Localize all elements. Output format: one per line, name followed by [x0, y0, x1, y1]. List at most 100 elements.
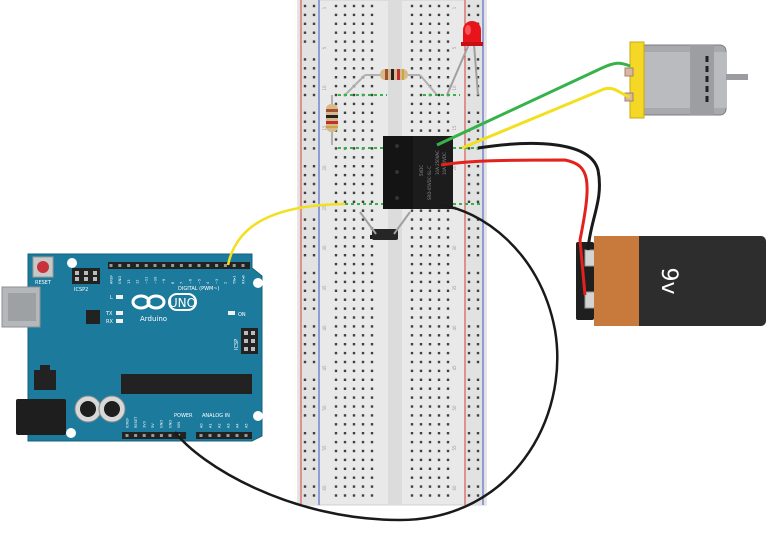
header-pin[interactable]	[127, 264, 131, 267]
icsp-label: ICSP	[234, 339, 240, 350]
breadboard-hole	[446, 343, 450, 346]
breadboard-hole	[312, 40, 316, 43]
breadboard-hole	[419, 111, 423, 114]
header-pin[interactable]	[244, 434, 248, 437]
breadboard-hole	[370, 67, 374, 70]
header-pin[interactable]	[118, 264, 122, 267]
breadboard-hole	[410, 316, 414, 319]
header-pin[interactable]	[226, 434, 230, 437]
breadboard-hole	[352, 49, 356, 52]
breadboard-hole	[410, 334, 414, 337]
breadboard-hole	[437, 449, 441, 453]
header-pin[interactable]	[135, 264, 139, 267]
breadboard-hole	[446, 298, 450, 301]
header-pin[interactable]	[142, 434, 146, 437]
breadboard-hole	[334, 360, 338, 364]
breadboard-hole	[410, 31, 414, 34]
breadboard-hole	[446, 414, 450, 417]
breadboard-hole	[312, 271, 316, 275]
header-pin[interactable]	[232, 264, 236, 267]
breadboard-hole	[419, 67, 423, 70]
breadboard-hole	[446, 307, 450, 310]
breadboard-hole	[476, 227, 480, 230]
breadboard-hole	[361, 316, 365, 319]
breadboard-hole	[428, 4, 432, 8]
breadboard-hole	[303, 120, 307, 123]
header-pin[interactable]	[125, 434, 129, 437]
breadboard-hole	[410, 22, 414, 25]
breadboard-hole	[428, 40, 432, 43]
header-pin[interactable]	[151, 434, 155, 437]
header-pin[interactable]	[217, 434, 221, 437]
header-pin[interactable]	[208, 434, 212, 437]
breadboard-hole	[312, 227, 316, 230]
breadboard-hole	[303, 182, 307, 186]
breadboard-hole	[303, 236, 307, 239]
header-pin[interactable]	[197, 264, 201, 267]
breadboard-hole	[361, 280, 365, 284]
breadboard-hole	[334, 423, 338, 426]
header-pin[interactable]	[171, 264, 175, 267]
row-number: 55	[322, 445, 327, 451]
header-pin[interactable]	[223, 264, 227, 267]
breadboard-hole	[343, 289, 347, 292]
header-pin[interactable]	[134, 434, 138, 437]
breadboard-hole	[476, 387, 480, 390]
breadboard-hole	[352, 423, 356, 426]
breadboard-hole	[437, 102, 441, 106]
voltage-regulator	[34, 370, 56, 390]
breadboard-hole	[370, 138, 374, 141]
breadboard-hole	[343, 271, 347, 275]
breadboard-hole	[352, 343, 356, 346]
breadboard-hole	[312, 458, 316, 462]
breadboard-hole	[446, 494, 450, 497]
breadboard-hole	[428, 494, 432, 497]
breadboard-hole	[446, 111, 450, 114]
pin-label: 12	[136, 280, 140, 284]
pin-label: AREF	[109, 275, 113, 284]
breadboard-hole	[419, 316, 423, 319]
breadboard-hole	[352, 351, 356, 355]
breadboard-hole	[467, 396, 471, 399]
header-pin[interactable]	[168, 434, 172, 437]
breadboard-hole	[437, 13, 441, 17]
breadboard-hole	[467, 58, 471, 61]
header-pin[interactable]	[199, 434, 203, 437]
breadboard-hole	[370, 22, 374, 25]
breadboard-hole	[437, 343, 441, 346]
header-pin[interactable]	[188, 264, 192, 267]
breadboard-hole	[428, 289, 432, 292]
breadboard-hole	[428, 351, 432, 355]
breadboard-hole	[361, 182, 365, 186]
breadboard-hole	[334, 147, 338, 150]
breadboard-hole	[343, 13, 347, 17]
breadboard-hole	[370, 494, 374, 497]
header-pin[interactable]	[153, 264, 157, 267]
breadboard-hole	[334, 334, 338, 337]
header-pin[interactable]	[159, 434, 163, 437]
breadboard-hole	[410, 369, 414, 373]
header-pin[interactable]	[162, 264, 166, 267]
wire-black-ground	[174, 203, 559, 522]
breadboard-hole	[334, 369, 338, 373]
breadboard-hole	[428, 360, 432, 364]
breadboard-hole	[467, 467, 471, 470]
header-pin[interactable]	[235, 434, 239, 437]
breadboard-hole	[312, 129, 316, 132]
breadboard-hole	[467, 458, 471, 462]
header-pin[interactable]	[109, 264, 113, 267]
header-pin[interactable]	[179, 264, 183, 267]
breadboard-hole	[312, 334, 316, 337]
breadboard-hole	[334, 40, 338, 43]
header-pin[interactable]	[144, 264, 148, 267]
breadboard-hole	[370, 414, 374, 417]
header-pin[interactable]	[206, 264, 210, 267]
breadboard-hole	[467, 67, 471, 70]
breadboard-hole	[343, 120, 347, 123]
header-pin[interactable]	[241, 264, 245, 267]
header-pin[interactable]	[215, 264, 219, 267]
pin-label: GND	[160, 420, 164, 428]
breadboard-hole	[476, 245, 480, 248]
breadboard-hole	[446, 236, 450, 239]
